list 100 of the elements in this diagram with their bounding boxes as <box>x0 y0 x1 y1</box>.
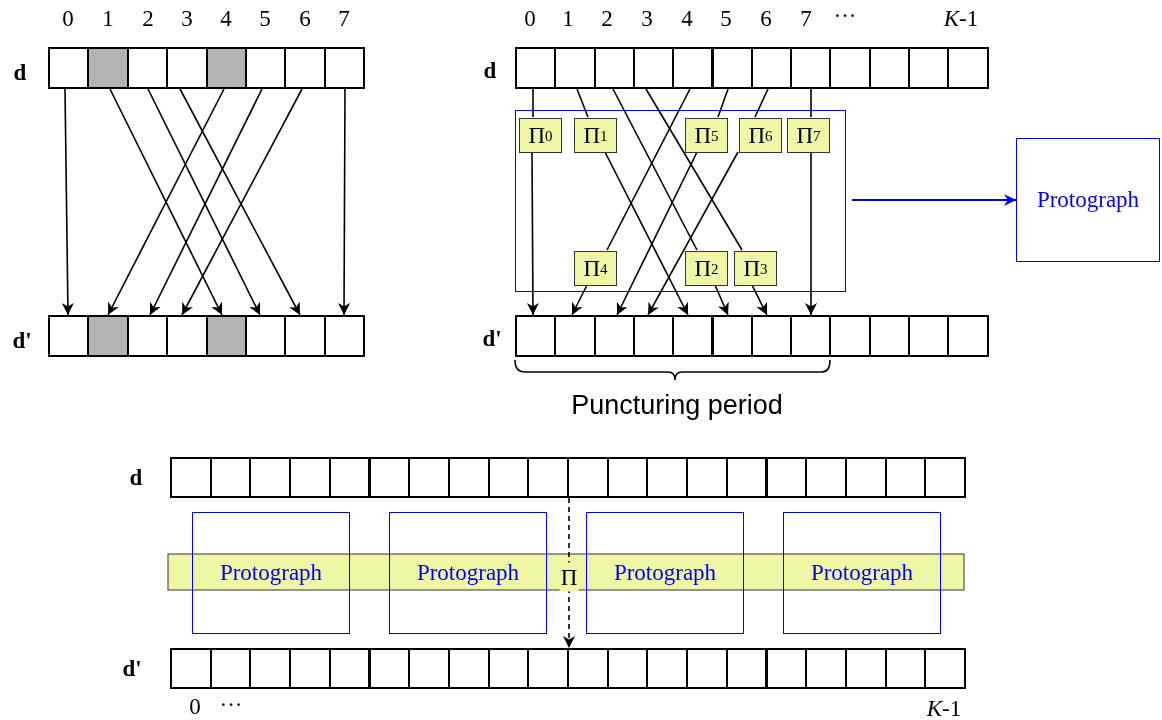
index-number: 6 <box>760 6 772 30</box>
cell <box>328 648 371 689</box>
cell <box>166 315 208 357</box>
index-number: 1 <box>102 6 114 30</box>
row-label: d <box>129 465 143 489</box>
arrow <box>616 151 698 316</box>
cell <box>829 47 871 89</box>
cell <box>672 315 714 357</box>
cell <box>686 648 728 689</box>
cell <box>209 648 252 689</box>
cell <box>289 457 331 498</box>
cell <box>166 47 208 89</box>
cell <box>908 315 950 357</box>
cell <box>924 648 966 689</box>
arrow <box>571 284 588 316</box>
index-number: 3 <box>181 6 193 30</box>
index-number: 0 <box>189 694 201 718</box>
cell <box>205 315 247 357</box>
cell <box>829 315 871 357</box>
arrow <box>526 151 539 316</box>
cell <box>686 457 728 498</box>
arrow <box>851 194 1017 206</box>
index-number: 7 <box>338 6 350 30</box>
cell <box>908 47 950 89</box>
cell <box>672 47 714 89</box>
cell <box>515 315 557 357</box>
cell <box>567 457 609 498</box>
cell <box>408 457 450 498</box>
index-number: 4 <box>681 6 693 30</box>
cell <box>170 648 212 689</box>
index-number: 7 <box>800 6 812 30</box>
row-label: d' <box>482 326 502 350</box>
index-number: 5 <box>720 6 732 30</box>
protograph-box: Protograph <box>1016 138 1160 262</box>
index-number: 2 <box>142 6 154 30</box>
cell <box>805 457 847 498</box>
cell <box>924 457 966 498</box>
cell <box>87 315 129 357</box>
index-number: 0 <box>62 6 74 30</box>
cell <box>805 648 847 689</box>
index-label: K-1 <box>926 696 962 720</box>
cell <box>527 457 569 498</box>
connector-line <box>645 88 743 251</box>
connector-line <box>532 88 534 118</box>
cell <box>245 47 287 89</box>
cell <box>790 47 832 89</box>
index-number: 2 <box>601 6 613 30</box>
cell <box>765 648 808 689</box>
arrow <box>751 284 768 316</box>
connector-line <box>576 88 589 118</box>
cell <box>209 457 252 498</box>
cell <box>790 315 832 357</box>
protograph-box: Protograph <box>783 512 941 634</box>
cell <box>328 457 371 498</box>
cell <box>947 47 989 89</box>
index-number: 3 <box>641 6 653 30</box>
cell <box>593 47 635 89</box>
protograph-frame <box>515 110 846 292</box>
index-number: 4 <box>220 6 232 30</box>
arrow <box>647 151 739 316</box>
row-label: d' <box>12 328 32 352</box>
cell <box>593 315 635 357</box>
cell <box>447 457 490 498</box>
cell <box>487 648 530 689</box>
cell <box>725 648 768 689</box>
cell <box>447 648 490 689</box>
cell <box>126 47 169 89</box>
cell <box>750 315 793 357</box>
index-number: 1 <box>562 6 574 30</box>
cell <box>48 315 90 357</box>
index-number: 6 <box>299 6 311 30</box>
cell <box>284 47 326 89</box>
cell <box>646 457 689 498</box>
ellipsis: ··· <box>833 3 857 27</box>
cell <box>323 47 366 89</box>
cell <box>527 648 569 689</box>
cell <box>646 648 689 689</box>
cell <box>515 47 557 89</box>
cell <box>606 457 649 498</box>
cell <box>245 315 287 357</box>
cell <box>170 457 212 498</box>
cell <box>554 47 596 89</box>
row-label: d' <box>122 656 142 680</box>
arrow <box>805 151 817 316</box>
cell <box>567 648 609 689</box>
cell <box>368 648 411 689</box>
cell <box>632 315 675 357</box>
arrow <box>604 151 689 316</box>
cell <box>554 315 596 357</box>
cell <box>323 315 366 357</box>
cell <box>868 47 910 89</box>
connector-line <box>754 88 769 118</box>
edge-label: Π <box>559 562 579 592</box>
cell <box>947 315 989 357</box>
cell <box>126 315 169 357</box>
arrow <box>338 88 351 316</box>
arrow <box>61 88 74 316</box>
connector-line <box>810 88 812 118</box>
cell <box>205 47 247 89</box>
cell <box>868 315 910 357</box>
